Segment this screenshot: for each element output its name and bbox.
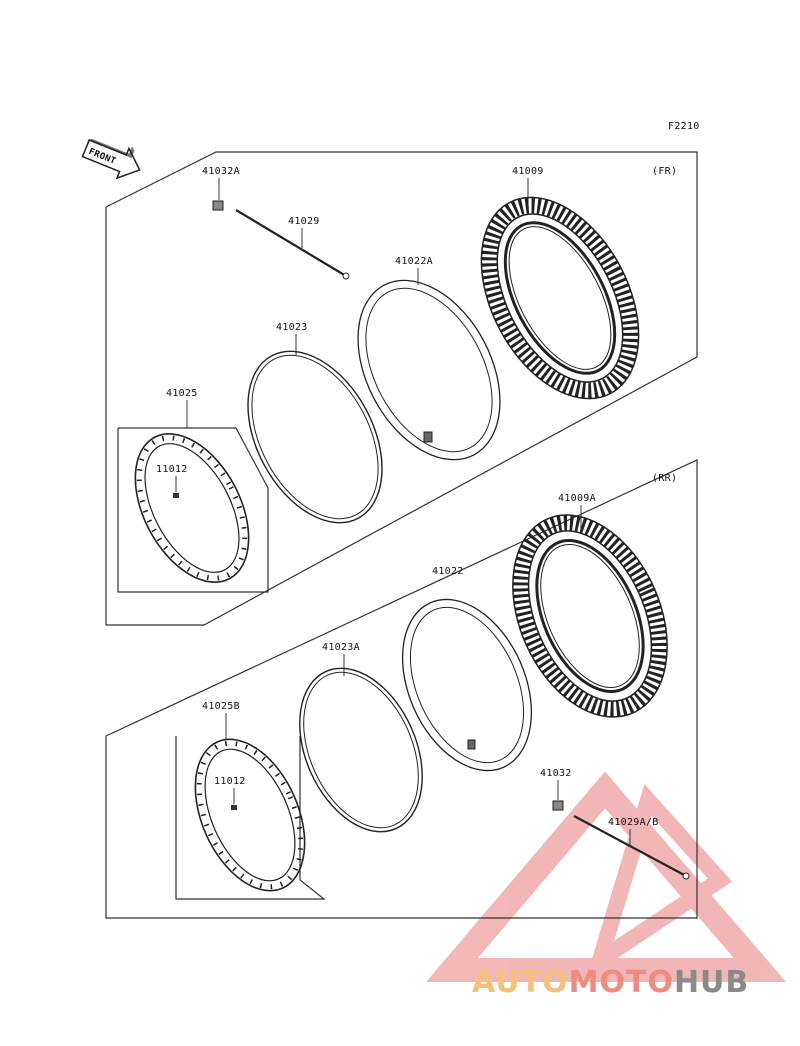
figure-code: F2210 [668, 121, 700, 132]
label-11012-rear: 11012 [214, 776, 246, 787]
label-41022: 41022 [432, 566, 464, 577]
watermark-auto: AUTO [472, 965, 569, 1000]
watermark-hub: HUB [674, 965, 749, 1000]
svg-text:AUTOMOTOHUB: AUTOMOTOHUB [472, 965, 749, 1000]
label-41023A: 41023A [322, 642, 360, 653]
rear-rim-subframe [175, 736, 326, 900]
label-41023: 41023 [276, 322, 308, 333]
rear-tire-icon [512, 514, 668, 718]
label-41025B: 41025B [202, 701, 240, 712]
rear-tube-icon [401, 598, 533, 772]
rear-rim-band-icon [299, 667, 423, 833]
tube-valve-icon [423, 431, 433, 443]
rear-tube-valve-icon [467, 739, 476, 750]
watermark-moto: MOTO [569, 965, 674, 1000]
label-41009A: 41009A [558, 493, 596, 504]
front-rim-subframe [117, 427, 269, 593]
label-41022A: 41022A [395, 256, 433, 267]
watermark-text: AUTOMOTOHUB [472, 965, 749, 1000]
label-41032: 41032 [540, 768, 572, 779]
label-41009: 41009 [512, 166, 544, 177]
front-rim-icon [134, 433, 250, 583]
front-section-tag: (FR) [652, 166, 677, 177]
rear-spoke-icon [573, 815, 687, 877]
front-section-frame [105, 151, 698, 626]
front-tire-icon [480, 196, 640, 400]
rear-section-tag: (RR) [652, 473, 677, 484]
watermark-logo [426, 771, 787, 982]
nipple-icon [212, 200, 224, 211]
label-41032A: 41032A [202, 166, 240, 177]
spoke-icon [235, 209, 347, 277]
label-41029AB: 41029A/B [608, 817, 659, 828]
label-11012-front: 11012 [156, 464, 188, 475]
label-41029: 41029 [288, 216, 320, 227]
front-tube-icon [357, 279, 501, 461]
rim-bolt-icon [173, 493, 179, 498]
front-arrow-icon: FRONT [81, 138, 141, 180]
rear-nipple-icon [552, 800, 564, 811]
rear-rim-bolt-icon [231, 805, 237, 810]
rear-section-frame [105, 459, 698, 919]
front-rim-band-icon [247, 350, 383, 524]
label-41025: 41025 [166, 388, 198, 399]
